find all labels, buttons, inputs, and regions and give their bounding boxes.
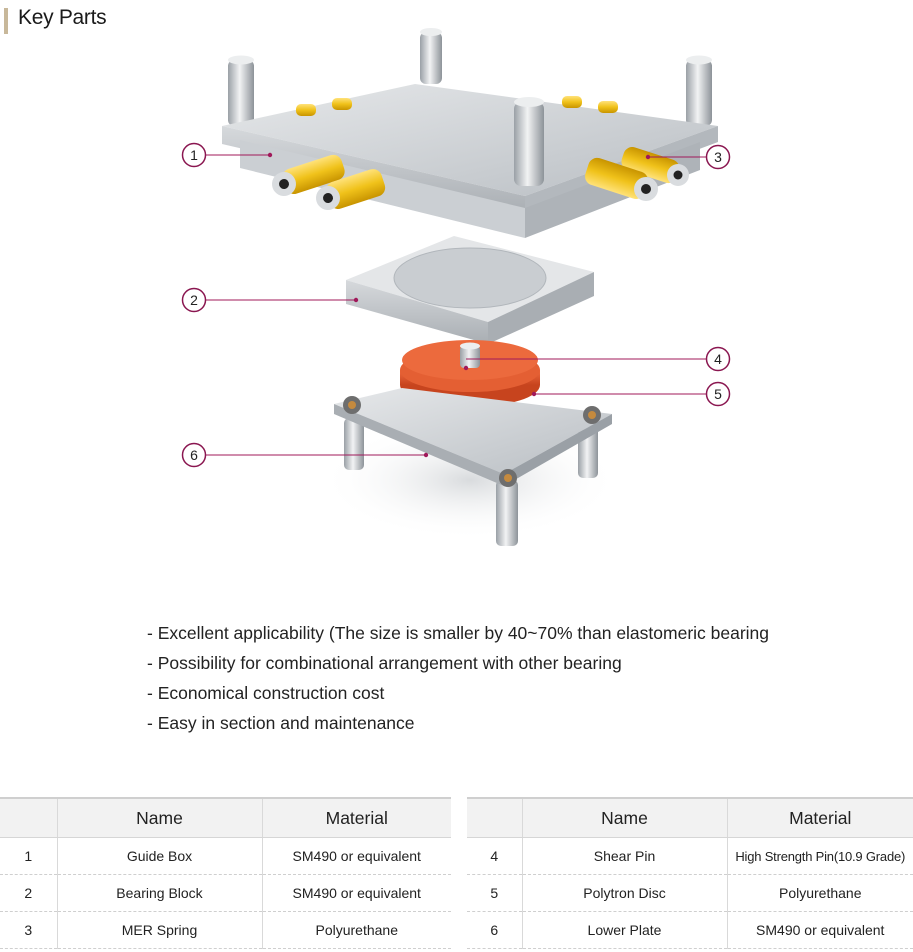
lower-plate [320, 388, 620, 546]
title-accent-bar [4, 8, 8, 34]
shear-pin [460, 342, 480, 368]
svg-text:1: 1 [190, 147, 198, 163]
cell-name: Guide Box [56, 837, 262, 875]
table-row: 3 MER Spring Polyurethane [0, 911, 451, 949]
cell-material: Polyurethane [726, 874, 913, 912]
callout-2: 2 [181, 287, 359, 313]
feature-item: - Excellent applicability (The size is s… [147, 623, 770, 643]
cell-no: 5 [467, 874, 522, 912]
header-material: Material [726, 797, 913, 838]
header-no [467, 797, 522, 838]
cell-name: Bearing Block [56, 874, 262, 912]
page-title: Key Parts [18, 6, 107, 29]
cell-no: 4 [467, 837, 522, 875]
mer-springs [272, 147, 689, 210]
svg-text:6: 6 [190, 447, 198, 463]
cell-name: Polytron Disc [521, 874, 727, 912]
table-row: 5 Polytron Disc Polyurethane [467, 874, 913, 912]
header-material: Material [261, 797, 451, 838]
parts-table-right: Name Material 4 Shear Pin High Strength … [467, 797, 913, 949]
table-row: 2 Bearing Block SM490 or equivalent [0, 874, 451, 912]
cell-material: SM490 or equivalent [726, 911, 913, 949]
cell-name: Shear Pin [521, 837, 727, 875]
cell-name: Lower Plate [521, 911, 727, 949]
callout-1: 1 [181, 142, 273, 168]
cell-material: SM490 or equivalent [261, 837, 451, 875]
bearing-block [346, 236, 594, 344]
header-name: Name [56, 797, 262, 838]
header-no [0, 797, 57, 838]
svg-text:3: 3 [714, 149, 722, 165]
feature-list: - Excellent applicability (The size is s… [147, 620, 769, 740]
cell-material: High Strength Pin(10.9 Grade) [726, 837, 913, 875]
cell-material: Polyurethane [261, 911, 451, 949]
svg-text:2: 2 [190, 292, 198, 308]
callout-6: 6 [181, 442, 429, 468]
svg-text:4: 4 [714, 351, 722, 367]
cell-material: SM490 or equivalent [261, 874, 451, 912]
cell-name: MER Spring [56, 911, 262, 949]
bearing-exploded-diagram: 1 2 3 4 5 6 [181, 28, 731, 546]
callout-4: 4 [463, 346, 731, 372]
callout-3: 3 [645, 144, 731, 170]
header-name: Name [521, 797, 727, 838]
cell-no: 1 [0, 837, 57, 875]
callout-5: 5 [531, 381, 731, 407]
table-row: 4 Shear Pin High Strength Pin(10.9 Grade… [467, 837, 913, 875]
feature-item: - Easy in section and maintenance [147, 713, 415, 733]
table-row: 6 Lower Plate SM490 or equivalent [467, 911, 913, 949]
table-header-row: Name Material [0, 797, 451, 838]
table-header-row: Name Material [467, 797, 913, 838]
cell-no: 3 [0, 911, 57, 949]
feature-item: - Possibility for combinational arrangem… [147, 653, 622, 673]
cell-no: 2 [0, 874, 57, 912]
feature-item: - Economical construction cost [147, 683, 385, 703]
guide-box [222, 28, 718, 238]
cell-no: 6 [467, 911, 522, 949]
parts-table-left: Name Material 1 Guide Box SM490 or equiv… [0, 797, 451, 949]
svg-text:5: 5 [714, 386, 722, 402]
table-row: 1 Guide Box SM490 or equivalent [0, 837, 451, 875]
